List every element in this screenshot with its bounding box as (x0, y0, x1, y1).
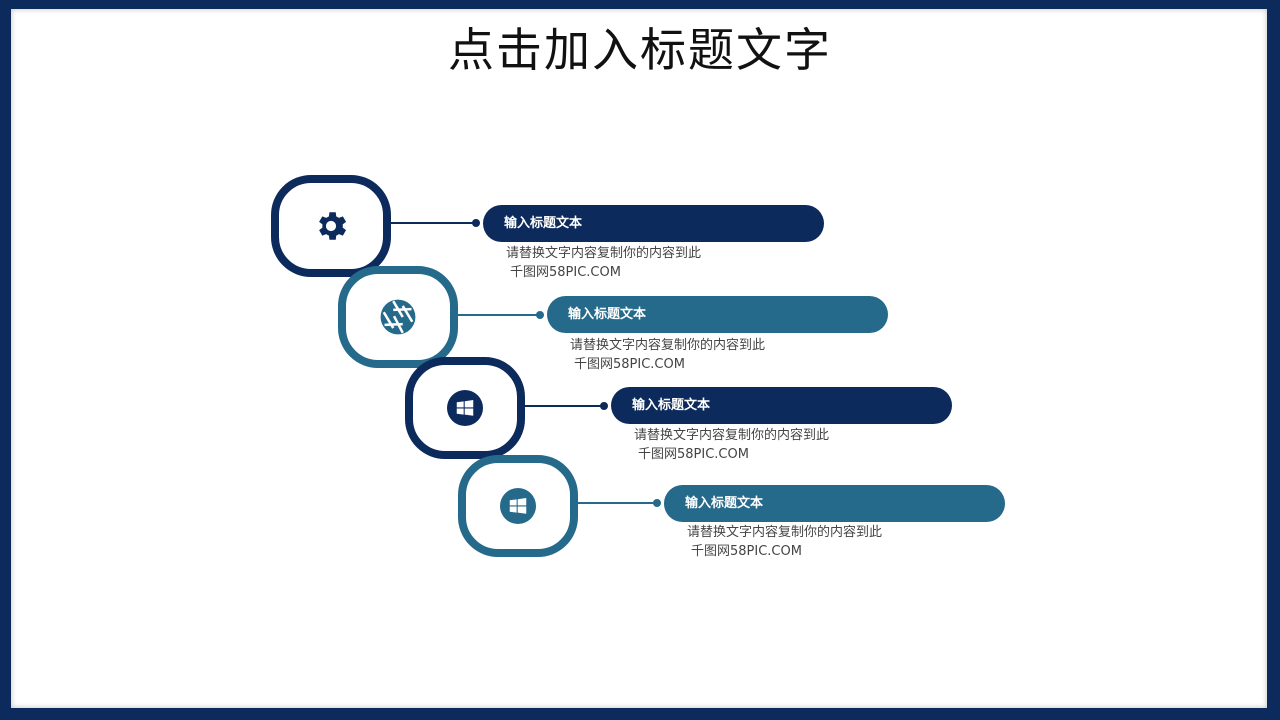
icon-ring-2 (338, 266, 458, 368)
description-1: 请替换文字内容复制你的内容到此 千图网58PIC.COM (506, 244, 701, 282)
description-line-1: 请替换文字内容复制你的内容到此 (506, 246, 702, 261)
heading-pill-1[interactable]: 输入标题文本 (483, 205, 824, 242)
icon-ring-1 (271, 175, 391, 277)
description-line-1: 请替换文字内容复制你的内容到此 (634, 428, 830, 443)
description-3: 请替换文字内容复制你的内容到此 千图网58PIC.COM (634, 426, 829, 464)
windows-icon (500, 488, 536, 524)
description-line-2: 千图网58PIC.COM (691, 544, 802, 559)
heading-pill-4[interactable]: 输入标题文本 (664, 485, 1005, 522)
icon-ring-3 (405, 357, 525, 459)
connector-line-1 (387, 222, 477, 224)
gear-icon (319, 212, 347, 240)
connector-dot-3 (600, 402, 608, 410)
aperture-icon (380, 299, 416, 335)
slide-canvas (11, 9, 1267, 708)
connector-line-4 (574, 502, 658, 504)
description-line-2: 千图网58PIC.COM (510, 265, 621, 280)
description-line-2: 千图网58PIC.COM (638, 447, 749, 462)
connector-line-2 (454, 314, 541, 316)
description-2: 请替换文字内容复制你的内容到此 千图网58PIC.COM (570, 336, 765, 374)
heading-pill-2[interactable]: 输入标题文本 (547, 296, 888, 333)
icon-ring-4 (458, 455, 578, 557)
connector-dot-2 (536, 311, 544, 319)
heading-pill-3[interactable]: 输入标题文本 (611, 387, 952, 424)
connector-dot-1 (472, 219, 480, 227)
connector-dot-4 (653, 499, 661, 507)
description-line-1: 请替换文字内容复制你的内容到此 (687, 525, 883, 540)
windows-icon (447, 390, 483, 426)
description-4: 请替换文字内容复制你的内容到此 千图网58PIC.COM (687, 523, 882, 561)
description-line-2: 千图网58PIC.COM (574, 357, 685, 372)
slide-title[interactable]: 点击加入标题文字 (448, 23, 832, 77)
description-line-1: 请替换文字内容复制你的内容到此 (570, 338, 766, 353)
connector-line-3 (521, 405, 605, 407)
